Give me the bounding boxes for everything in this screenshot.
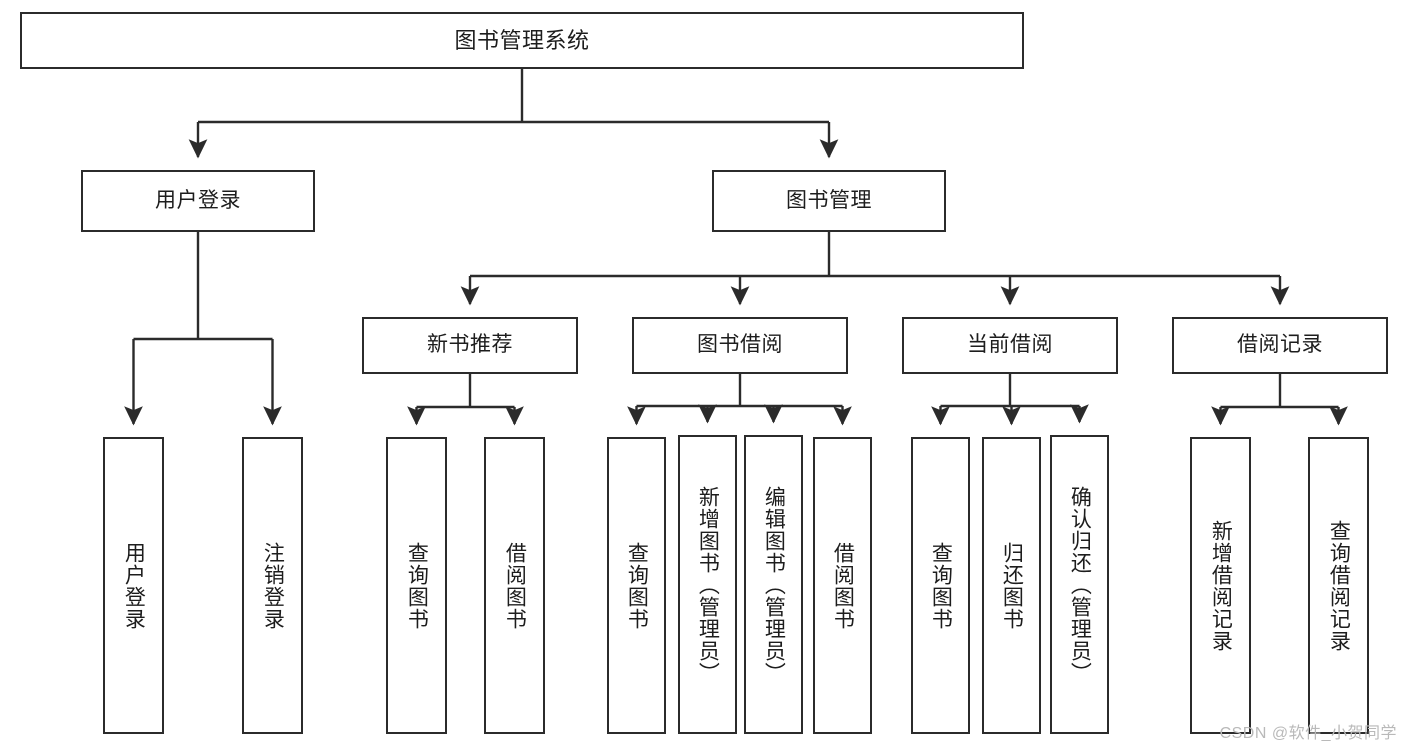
node-user-login[interactable]: 用户登录 — [81, 170, 315, 232]
leaf-add-book-admin[interactable]: 新增图书（管理员） — [678, 435, 737, 734]
node-user-login-label: 用户登录 — [155, 188, 241, 212]
node-root-label: 图书管理系统 — [454, 27, 590, 53]
leaf-query-books-recommend-label: 查询图书 — [405, 541, 429, 630]
leaf-borrow-books-recommend[interactable]: 借阅图书 — [484, 437, 545, 734]
node-borrow-records[interactable]: 借阅记录 — [1172, 317, 1388, 374]
leaf-borrow-books-recommend-label: 借阅图书 — [503, 541, 527, 630]
node-book-borrow-label: 图书借阅 — [697, 333, 783, 357]
leaf-confirm-return-admin-label: 确认归还（管理员） — [1068, 485, 1092, 684]
leaf-logout-label: 注销登录 — [261, 541, 285, 630]
leaf-query-books-current[interactable]: 查询图书 — [911, 437, 970, 734]
node-book-borrow[interactable]: 图书借阅 — [632, 317, 848, 374]
leaf-add-book-admin-label: 新增图书（管理员） — [696, 485, 720, 684]
leaf-query-books-current-label: 查询图书 — [929, 541, 953, 630]
leaf-query-borrow-record[interactable]: 查询借阅记录 — [1308, 437, 1369, 734]
node-borrow-records-label: 借阅记录 — [1237, 333, 1323, 357]
leaf-user-login[interactable]: 用户登录 — [103, 437, 164, 734]
leaf-borrow-books-label: 借阅图书 — [831, 541, 855, 630]
leaf-query-books-borrow[interactable]: 查询图书 — [607, 437, 666, 734]
leaf-edit-book-admin[interactable]: 编辑图书（管理员） — [744, 435, 803, 734]
leaf-return-books-label: 归还图书 — [1000, 541, 1024, 630]
leaf-query-borrow-record-label: 查询借阅记录 — [1327, 519, 1351, 652]
node-current-borrow-label: 当前借阅 — [967, 333, 1053, 357]
leaf-user-login-label: 用户登录 — [122, 541, 146, 630]
csdn-watermark: CSDN @软件_小贺同学 — [1219, 725, 1397, 742]
node-root[interactable]: 图书管理系统 — [20, 12, 1024, 69]
leaf-logout[interactable]: 注销登录 — [242, 437, 303, 734]
leaf-confirm-return-admin[interactable]: 确认归还（管理员） — [1050, 435, 1109, 734]
leaf-add-borrow-record-label: 新增借阅记录 — [1209, 519, 1233, 652]
leaf-query-books-recommend[interactable]: 查询图书 — [386, 437, 447, 734]
node-new-book-recommend[interactable]: 新书推荐 — [362, 317, 578, 374]
node-book-management[interactable]: 图书管理 — [712, 170, 946, 232]
leaf-borrow-books[interactable]: 借阅图书 — [813, 437, 872, 734]
leaf-return-books[interactable]: 归还图书 — [982, 437, 1041, 734]
node-new-book-recommend-label: 新书推荐 — [427, 333, 513, 357]
leaf-add-borrow-record[interactable]: 新增借阅记录 — [1190, 437, 1251, 734]
node-current-borrow[interactable]: 当前借阅 — [902, 317, 1118, 374]
node-book-management-label: 图书管理 — [786, 188, 872, 212]
leaf-edit-book-admin-label: 编辑图书（管理员） — [762, 485, 786, 684]
leaf-query-books-borrow-label: 查询图书 — [625, 541, 649, 630]
